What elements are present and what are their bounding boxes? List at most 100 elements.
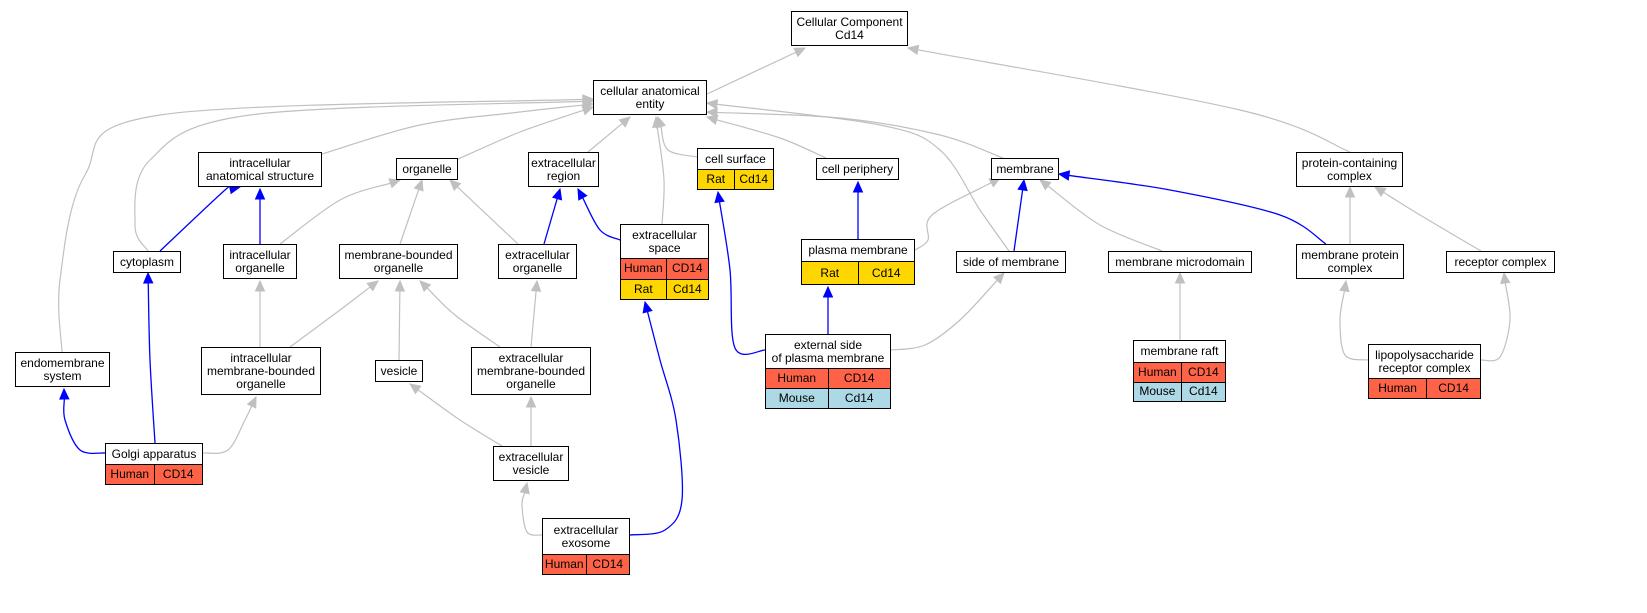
arrowhead xyxy=(852,180,864,193)
arrowhead xyxy=(577,187,588,201)
node-embo[interactable]: extracellular membrane-bounded organelle xyxy=(471,347,591,395)
node-ias[interactable]: intracellular anatomical structure xyxy=(198,152,322,187)
node-vesicle[interactable]: vesicle xyxy=(375,360,423,382)
edge-line xyxy=(582,197,621,241)
edge-golgi-to-endo xyxy=(59,387,106,455)
node-imbo[interactable]: intracellular membrane-bounded organelle xyxy=(201,347,321,395)
edge-eo-to-ecr xyxy=(543,187,563,245)
edge-som-to-cae xyxy=(705,99,1010,252)
edge-line xyxy=(716,119,827,159)
node-endo[interactable]: endomembrane system xyxy=(15,352,110,387)
node-mmd[interactable]: membrane microdomain xyxy=(1108,251,1252,273)
arrowhead xyxy=(519,481,530,495)
node-label: membrane protein complex xyxy=(1301,247,1399,275)
edge-line xyxy=(1013,189,1024,252)
node-label: external side of plasma membrane xyxy=(771,337,885,365)
node-label: plasma membrane xyxy=(808,243,908,257)
gene-cell: Cd14 xyxy=(857,262,915,284)
arrowhead xyxy=(1017,178,1028,192)
arrowhead xyxy=(1174,271,1186,284)
arrowhead xyxy=(714,190,725,204)
edge-line xyxy=(398,290,401,361)
node-label: Cellular Component Cd14 xyxy=(796,14,903,42)
node-membrane[interactable]: membrane xyxy=(991,158,1059,180)
arrowhead xyxy=(705,99,719,110)
edge-golgi-to-cytoplasm xyxy=(142,271,156,444)
edge-ecs-to-ecr xyxy=(577,187,621,241)
node-io[interactable]: intracellular organelle xyxy=(223,244,297,279)
species-cell: Human xyxy=(624,261,663,276)
node-label: protein-containing complex xyxy=(1301,155,1398,183)
node-ecv[interactable]: extracellular vesicle xyxy=(493,446,569,481)
arrowhead xyxy=(1039,179,1052,191)
arrowhead xyxy=(394,279,406,292)
edge-rc-to-pcc xyxy=(1373,186,1482,252)
edge-exo-to-ecs xyxy=(629,300,684,536)
edge-line xyxy=(58,98,584,353)
edge-cae-to-root xyxy=(706,47,807,95)
node-label: lipopolysaccharide receptor complex xyxy=(1375,347,1474,375)
arrowhead xyxy=(246,395,257,409)
arrowhead xyxy=(552,187,563,201)
node-root[interactable]: Cellular Component Cd14 xyxy=(791,11,908,46)
edge-pcc-to-root xyxy=(906,44,1351,153)
node-pcc[interactable]: protein-containing complex xyxy=(1296,152,1403,187)
arrowhead xyxy=(413,178,424,192)
node-label: cytoplasm xyxy=(119,254,175,269)
edge-raft-to-mmd xyxy=(1174,271,1186,340)
node-label: cellular anatomical entity xyxy=(600,83,700,111)
arrowhead xyxy=(388,178,402,189)
gene-cell: Cd14 xyxy=(733,170,773,189)
node-label: extracellular exosome xyxy=(553,522,619,550)
node-som[interactable]: side of membrane xyxy=(956,251,1066,273)
edge-cytoplasm-to-ias xyxy=(159,183,242,252)
edge-imbo-to-io xyxy=(254,279,266,347)
node-label: intracellular anatomical structure xyxy=(205,155,315,183)
node-ecr[interactable]: extracellular region xyxy=(528,152,599,187)
node-cytoplasm[interactable]: cytoplasm xyxy=(113,251,181,273)
node-label: vesicle xyxy=(380,363,418,378)
node-mbo[interactable]: membrane-bounded organelle xyxy=(339,244,458,279)
node-rc[interactable]: receptor complex xyxy=(1446,251,1555,273)
node-label: Golgi apparatus xyxy=(111,446,197,461)
gene-cell: CD14 xyxy=(585,555,630,574)
node-organelle[interactable]: organelle xyxy=(396,158,458,180)
node-mpc[interactable]: membrane protein complex xyxy=(1296,244,1404,279)
gene-cell: Cd14 xyxy=(1180,382,1225,401)
edge-espm-to-som xyxy=(890,272,1005,351)
edge-io-to-organelle xyxy=(279,178,402,245)
species-cell: Rat xyxy=(634,281,653,296)
edge-line xyxy=(521,492,543,536)
edge-ecv-to-vesicle xyxy=(409,383,503,447)
arrowhead xyxy=(1373,186,1387,198)
edge-line xyxy=(718,201,766,356)
node-periphery[interactable]: cell periphery xyxy=(816,158,899,180)
node-cae[interactable]: cellular anatomical entity xyxy=(593,80,707,115)
node-eo[interactable]: extracellular organelle xyxy=(498,244,577,279)
edge-embo-to-eo xyxy=(530,279,542,348)
edge-ias-to-cae xyxy=(321,99,595,155)
gene-cell: CD14 xyxy=(1426,379,1480,398)
arrowhead xyxy=(581,105,595,116)
arrowhead xyxy=(449,179,462,192)
arrowhead xyxy=(642,300,653,314)
node-label: extracellular organelle xyxy=(505,247,570,275)
edge-endo-to-cae xyxy=(58,94,595,353)
arrowhead xyxy=(793,47,807,58)
